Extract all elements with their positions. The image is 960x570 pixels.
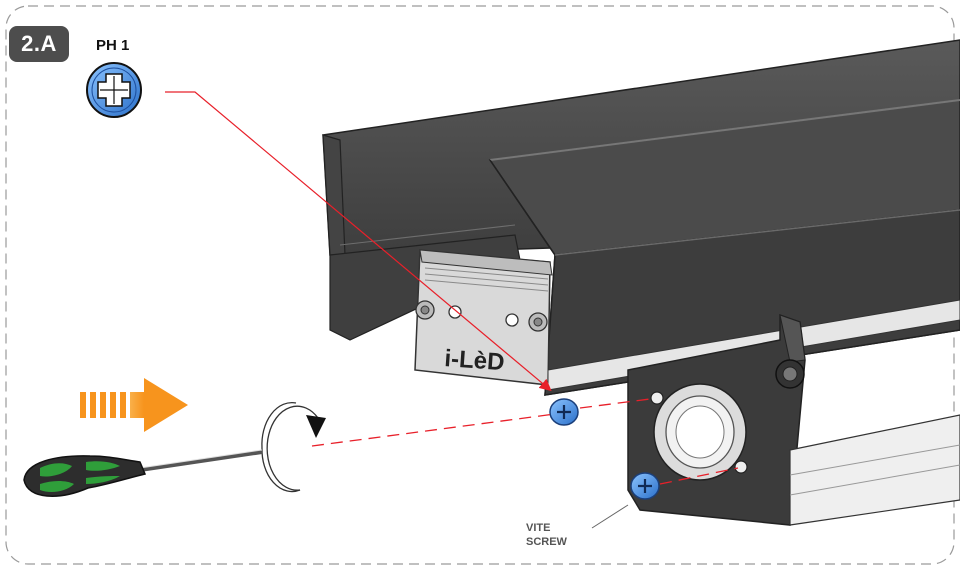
- phillips-bit-icon: [86, 62, 142, 118]
- step-badge: 2.A: [9, 26, 69, 62]
- axis-line-bottom: [659, 467, 739, 485]
- lamp-housing: [322, 39, 960, 396]
- screwdriver-icon: [23, 449, 263, 497]
- screw-bottom: [630, 472, 660, 500]
- brand-logo: i-LèD: [444, 345, 506, 376]
- screw-label-line2: SCREW: [526, 536, 567, 548]
- axis-line-top-right: [579, 398, 651, 409]
- leader-line-label: [591, 504, 629, 529]
- screw-label-line1: VITE: [526, 522, 551, 534]
- axis-line-top: [311, 413, 556, 447]
- rotation-arrow-icon: [261, 401, 326, 493]
- push-arrow-icon: [80, 378, 188, 432]
- screw-top: [549, 398, 579, 426]
- mounting-bracket: [627, 313, 960, 526]
- screw-label: VITE SCREW: [526, 521, 567, 549]
- tool-label: PH 1: [96, 37, 130, 54]
- dashed-frame: [5, 5, 955, 565]
- leader-line-bit-to-screw: [165, 91, 552, 392]
